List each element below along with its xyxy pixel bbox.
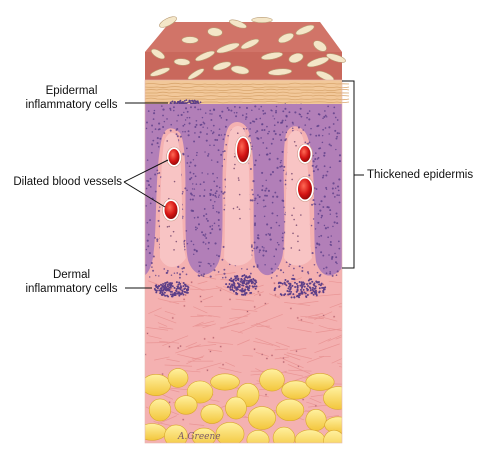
blood-vessel bbox=[163, 199, 180, 221]
blood-vessel bbox=[298, 144, 313, 164]
fat-globule bbox=[247, 430, 269, 449]
fat-globule bbox=[306, 373, 334, 390]
fat-globule bbox=[273, 427, 295, 449]
fat-globule bbox=[248, 407, 275, 430]
fat-globule bbox=[323, 387, 352, 410]
blood-vessel bbox=[296, 177, 314, 202]
fat-globule bbox=[141, 374, 170, 395]
blood-vessel bbox=[167, 147, 182, 167]
fat-globule bbox=[276, 399, 304, 421]
fat-globule bbox=[323, 430, 344, 454]
fat-globule bbox=[138, 424, 167, 441]
fat-globule bbox=[306, 409, 326, 430]
fat-globule bbox=[295, 430, 325, 450]
scale-flake bbox=[252, 17, 273, 22]
fat-globule bbox=[175, 396, 197, 415]
fat-globule bbox=[225, 397, 246, 419]
fat-globule bbox=[168, 369, 188, 388]
fat-globule bbox=[211, 374, 240, 390]
artist-signature: A.Greene bbox=[177, 432, 221, 442]
blood-vessel bbox=[235, 136, 251, 164]
label-thickened-epidermis: Thickened epidermis bbox=[367, 168, 485, 182]
label-epidermal-inflammatory-cells: Epidermal inflammatory cells bbox=[14, 84, 129, 112]
scale-layer bbox=[145, 14, 347, 82]
scale-flake bbox=[182, 37, 198, 44]
thickened-epidermis-bracket bbox=[342, 81, 354, 268]
fat-globule bbox=[201, 404, 223, 423]
fat-globule bbox=[149, 399, 171, 421]
label-dilated-blood-vessels: Dilated blood vessels bbox=[0, 175, 122, 189]
label-dermal-inflammatory-cells: Dermal inflammatory cells bbox=[14, 268, 129, 296]
fat-globule bbox=[260, 369, 285, 391]
